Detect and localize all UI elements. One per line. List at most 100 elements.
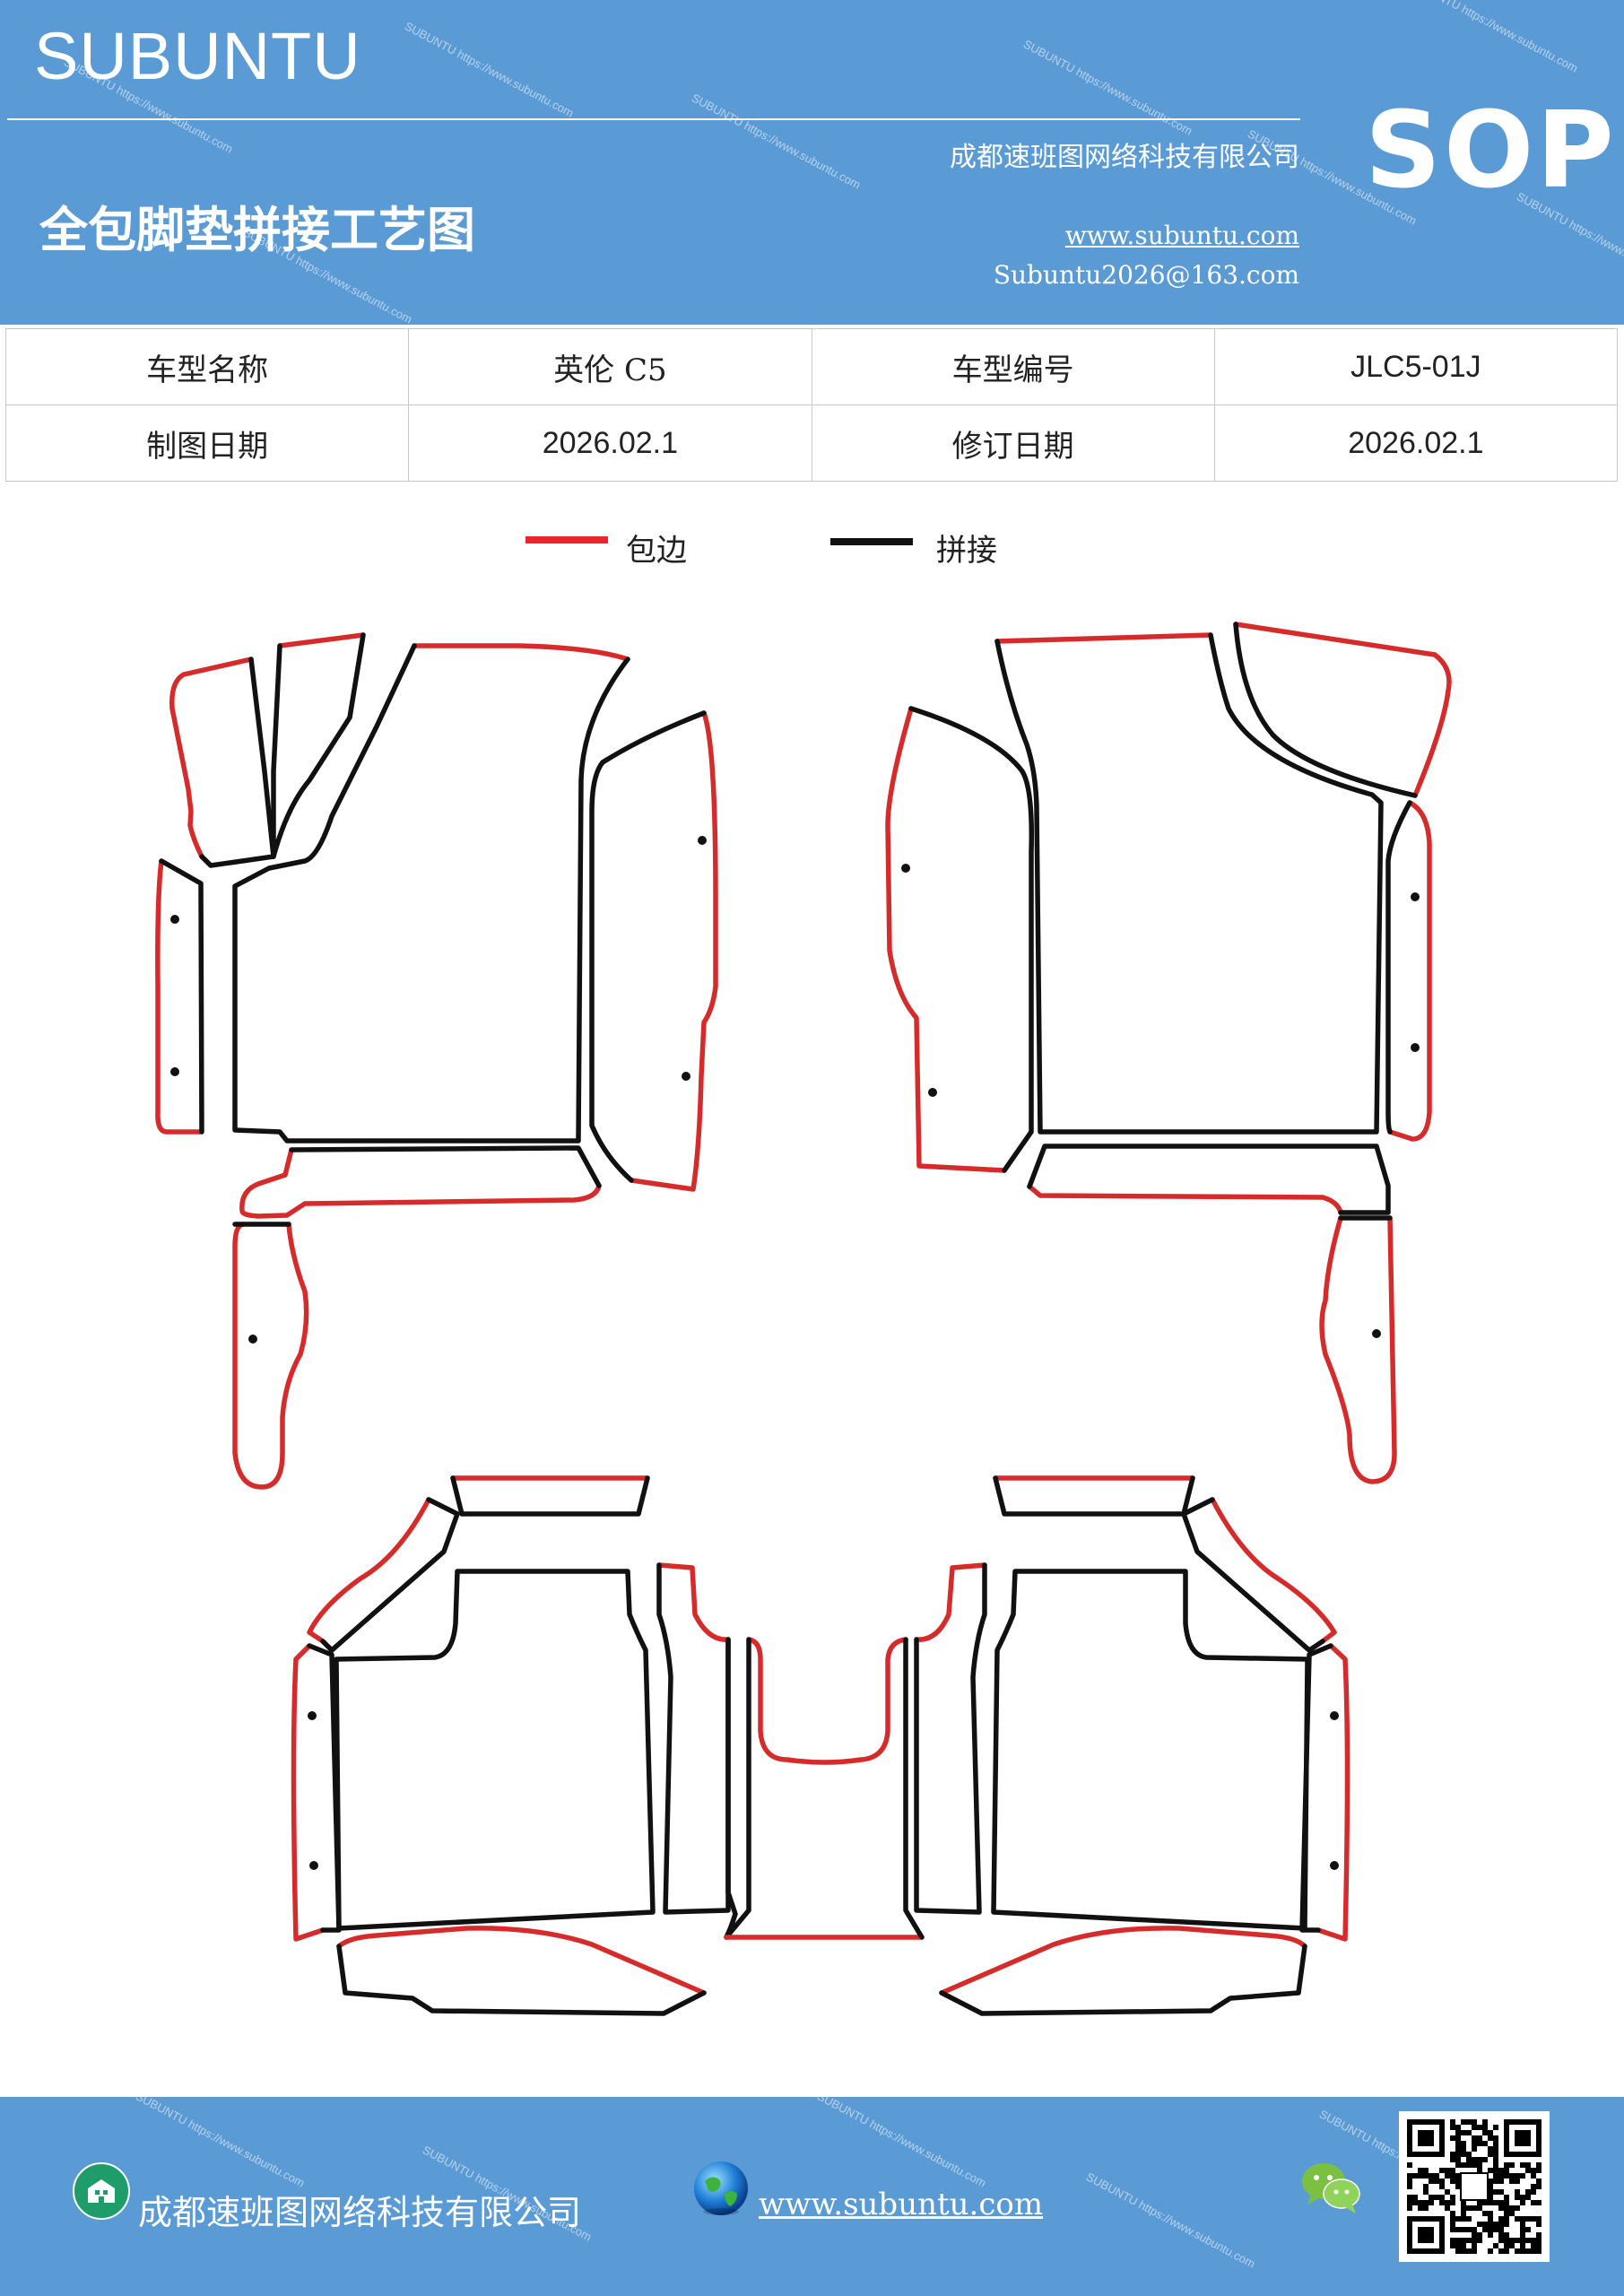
company-name: 成都速班图网络科技有限公司: [950, 142, 1299, 173]
draw-date-label: 制图日期: [4, 404, 410, 482]
rear-right-mat: [914, 1475, 1350, 2016]
splice-seam: [589, 710, 707, 1183]
wrapped-edge: [994, 632, 1213, 644]
rear-left-mat: [291, 1475, 731, 2016]
fastener-dot: [309, 1861, 318, 1870]
legend-edge-label: 包边: [626, 533, 687, 569]
fastener-dot: [308, 1711, 317, 1720]
splice-seam: [320, 1497, 460, 1653]
fastener-dot: [170, 1067, 179, 1076]
wrapped-edge: [291, 1643, 326, 1942]
splice-seam: [724, 1637, 738, 1940]
model-name-label: 车型名称: [4, 328, 410, 405]
email-address: Subuntu2026@163.com: [993, 260, 1299, 290]
footer-banner: SUBUNTU https://www.subuntu.com SUBUNTU …: [0, 2097, 1624, 2296]
globe-icon: [690, 2158, 751, 2222]
wrapped-edge: [307, 1497, 431, 1644]
splice-seam: [1385, 800, 1412, 1135]
splice-seam: [450, 1475, 650, 1517]
fastener-dot: [901, 864, 910, 873]
splice-seam: [1181, 1497, 1325, 1653]
fastener-dot: [682, 1072, 690, 1081]
vehicle-info-table: 车型名称 英伦 C5 车型编号 JLC5-01J 制图日期 2026.02.1 …: [4, 328, 1619, 482]
wrapped-edge: [746, 1637, 908, 1765]
table-row: 车型名称 英伦 C5 车型编号 JLC5-01J: [4, 328, 1619, 405]
wrapped-edge: [939, 1926, 1307, 1996]
wrapped-edge: [1319, 1215, 1397, 1484]
wrapped-edge: [412, 643, 630, 662]
splice-seam: [991, 1569, 1310, 1931]
splice-seam: [159, 858, 204, 1135]
splice-seam: [334, 1569, 656, 1931]
qr-code[interactable]: [1399, 2111, 1550, 2262]
splice-seam: [914, 1562, 987, 1915]
table-row: 制图日期 2026.02.1 修订日期 2026.02.1: [4, 404, 1619, 482]
front-left-mat: [155, 632, 718, 1490]
building-icon: [72, 2161, 131, 2224]
splice-seam: [908, 706, 1035, 1173]
wrapped-edge: [239, 1147, 602, 1219]
wrapped-edge: [336, 1926, 707, 1996]
splice-seam: [1027, 1144, 1391, 1215]
floor-mat-splicing-diagram: [155, 622, 1452, 2016]
watermark: SUBUNTU https://www.subuntu.com: [1083, 2170, 1258, 2271]
watermark: SUBUNTU https://www.subuntu.com: [133, 2097, 308, 2190]
splice-seam: [289, 1145, 602, 1188]
splice-seam: [724, 1637, 751, 1940]
splice-seam: [1233, 622, 1418, 798]
wrapped-edge: [656, 1562, 731, 1642]
header-banner: SUBUNTU https://www.subuntu.com SUBUNTU …: [0, 0, 1624, 325]
wrapped-edge: [1387, 800, 1432, 1142]
brand-name: SUBUNTU: [34, 19, 361, 93]
fastener-dot: [928, 1088, 937, 1097]
fastener-dot: [1372, 1329, 1381, 1338]
document-title: 全包脚垫拼接工艺图: [39, 201, 475, 258]
splice-seam: [939, 1944, 1307, 2016]
revision-date-label: 修订日期: [811, 404, 1215, 482]
revision-date-value: 2026.02.1: [1213, 404, 1619, 482]
sop-badge: SOP: [1365, 88, 1617, 212]
splice-seam: [993, 1475, 1195, 1517]
splice-seam: [199, 657, 276, 868]
legend-edge-swatch: [525, 536, 608, 544]
splice-seam: [656, 1562, 731, 1915]
wrapped-edge: [629, 710, 718, 1192]
wrapped-edge: [232, 1222, 309, 1490]
website-link[interactable]: www.subuntu.com: [1064, 221, 1299, 250]
watermark: SUBUNTU https://www.subuntu.com: [814, 2097, 989, 2190]
wrapped-edge: [277, 632, 366, 648]
wrapped-edge: [1316, 1643, 1350, 1942]
wrapped-edge: [155, 858, 203, 1135]
model-code-label: 车型编号: [811, 328, 1215, 405]
fastener-dot: [1330, 1861, 1339, 1870]
footer-company-name: 成都速班图网络科技有限公司: [138, 2193, 582, 2232]
model-code-value: JLC5-01J: [1213, 328, 1619, 405]
model-name-value: 英伦 C5: [408, 328, 812, 405]
legend-seam-label: 拼接: [936, 533, 997, 569]
wrapped-edge: [885, 706, 1007, 1173]
fastener-dot: [170, 915, 179, 924]
wrapped-edge: [1027, 1184, 1343, 1215]
wrapped-edge: [169, 657, 254, 859]
legend-seam-swatch: [830, 538, 913, 545]
fastener-dot: [1411, 1043, 1420, 1052]
splice-seam: [271, 632, 366, 859]
fastener-points: [170, 836, 1420, 1870]
header-divider: [7, 118, 1300, 120]
footer-website-link[interactable]: www.subuntu.com: [759, 2187, 1044, 2222]
splice-seam: [903, 1637, 925, 1940]
wrapped-edge: [914, 1562, 987, 1642]
front-right-mat: [885, 622, 1452, 1484]
wrapped-edge: [1233, 622, 1452, 798]
fastener-dot: [1330, 1711, 1339, 1720]
fastener-dot: [1411, 892, 1420, 901]
rear-center-mat: [724, 1637, 925, 1940]
fastener-dot: [248, 1335, 257, 1344]
splice-seam: [994, 632, 1384, 1135]
fastener-dot: [698, 836, 707, 845]
wechat-icon[interactable]: [1300, 2160, 1363, 2219]
splice-seam: [336, 1944, 707, 2016]
splice-seam: [232, 643, 630, 1144]
draw-date-value: 2026.02.1: [408, 404, 812, 482]
wrapped-edge: [1210, 1497, 1337, 1644]
